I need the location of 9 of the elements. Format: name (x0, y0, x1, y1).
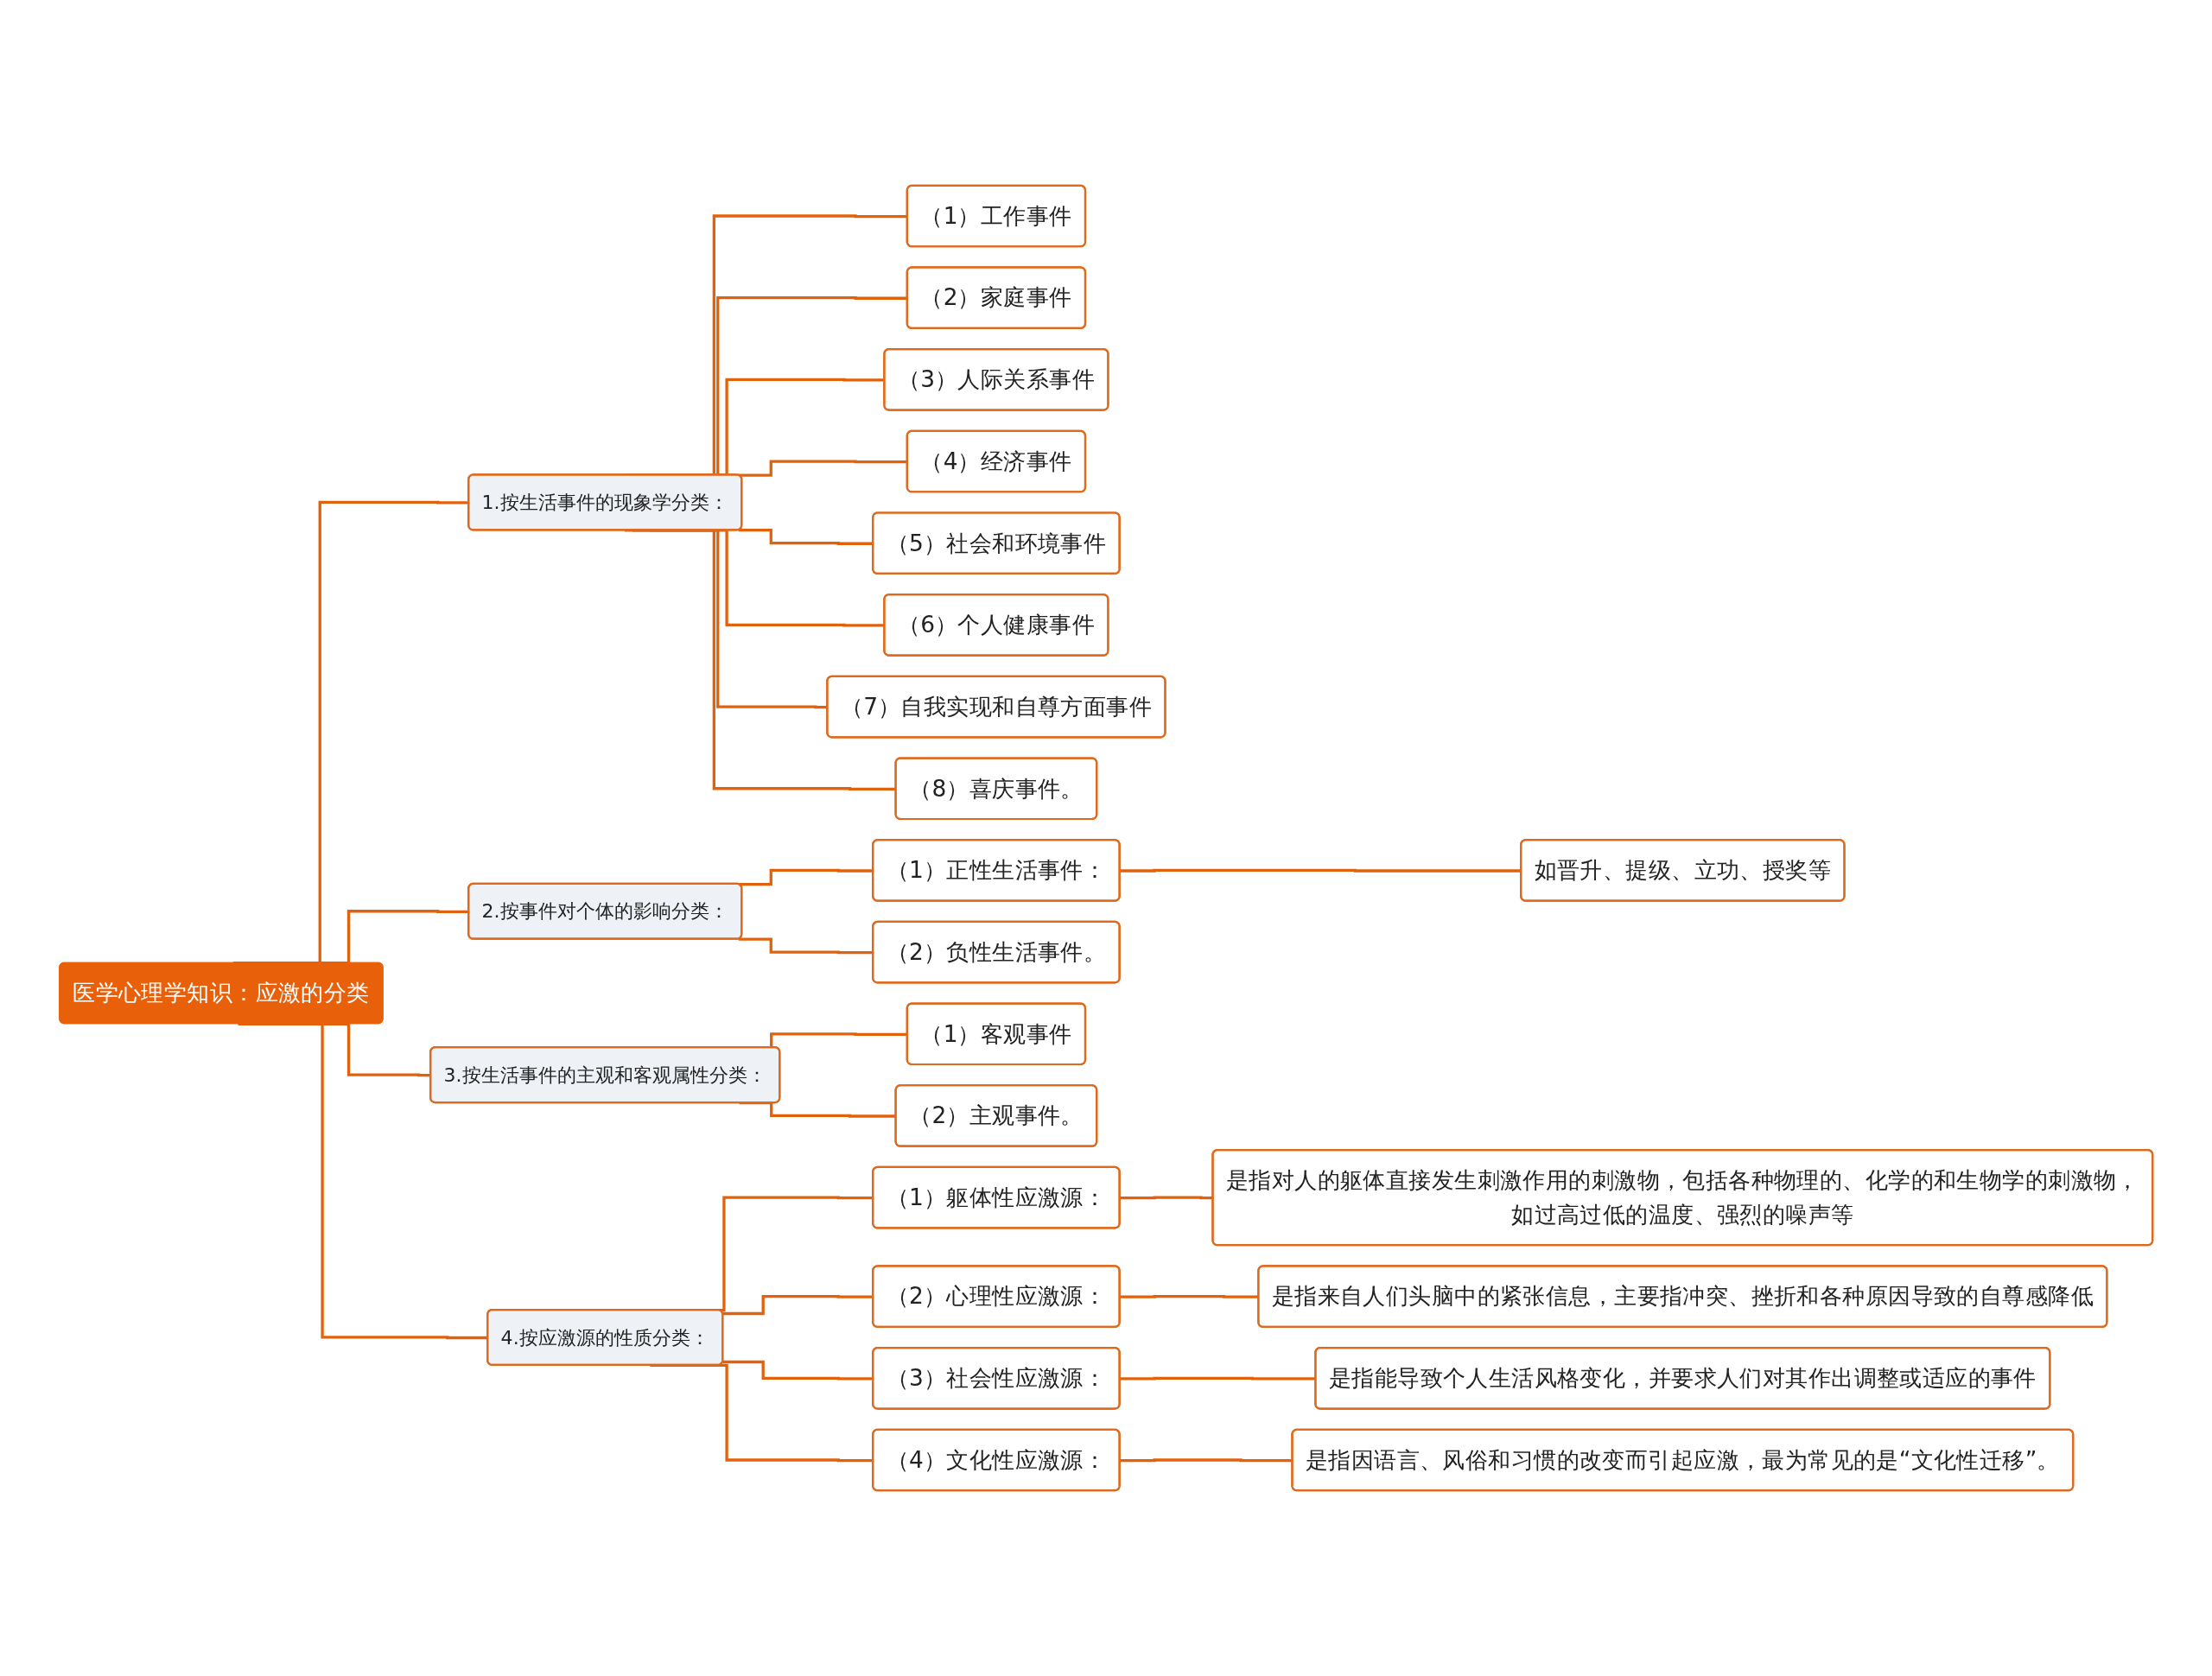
connector (1120, 1376, 1316, 1381)
connector (722, 1295, 874, 1316)
connector (722, 1360, 874, 1381)
connector (1120, 1295, 1259, 1298)
connector (1120, 868, 1522, 873)
connector (738, 868, 874, 886)
connector (738, 937, 874, 955)
connector (238, 1022, 488, 1340)
connector (738, 529, 874, 545)
